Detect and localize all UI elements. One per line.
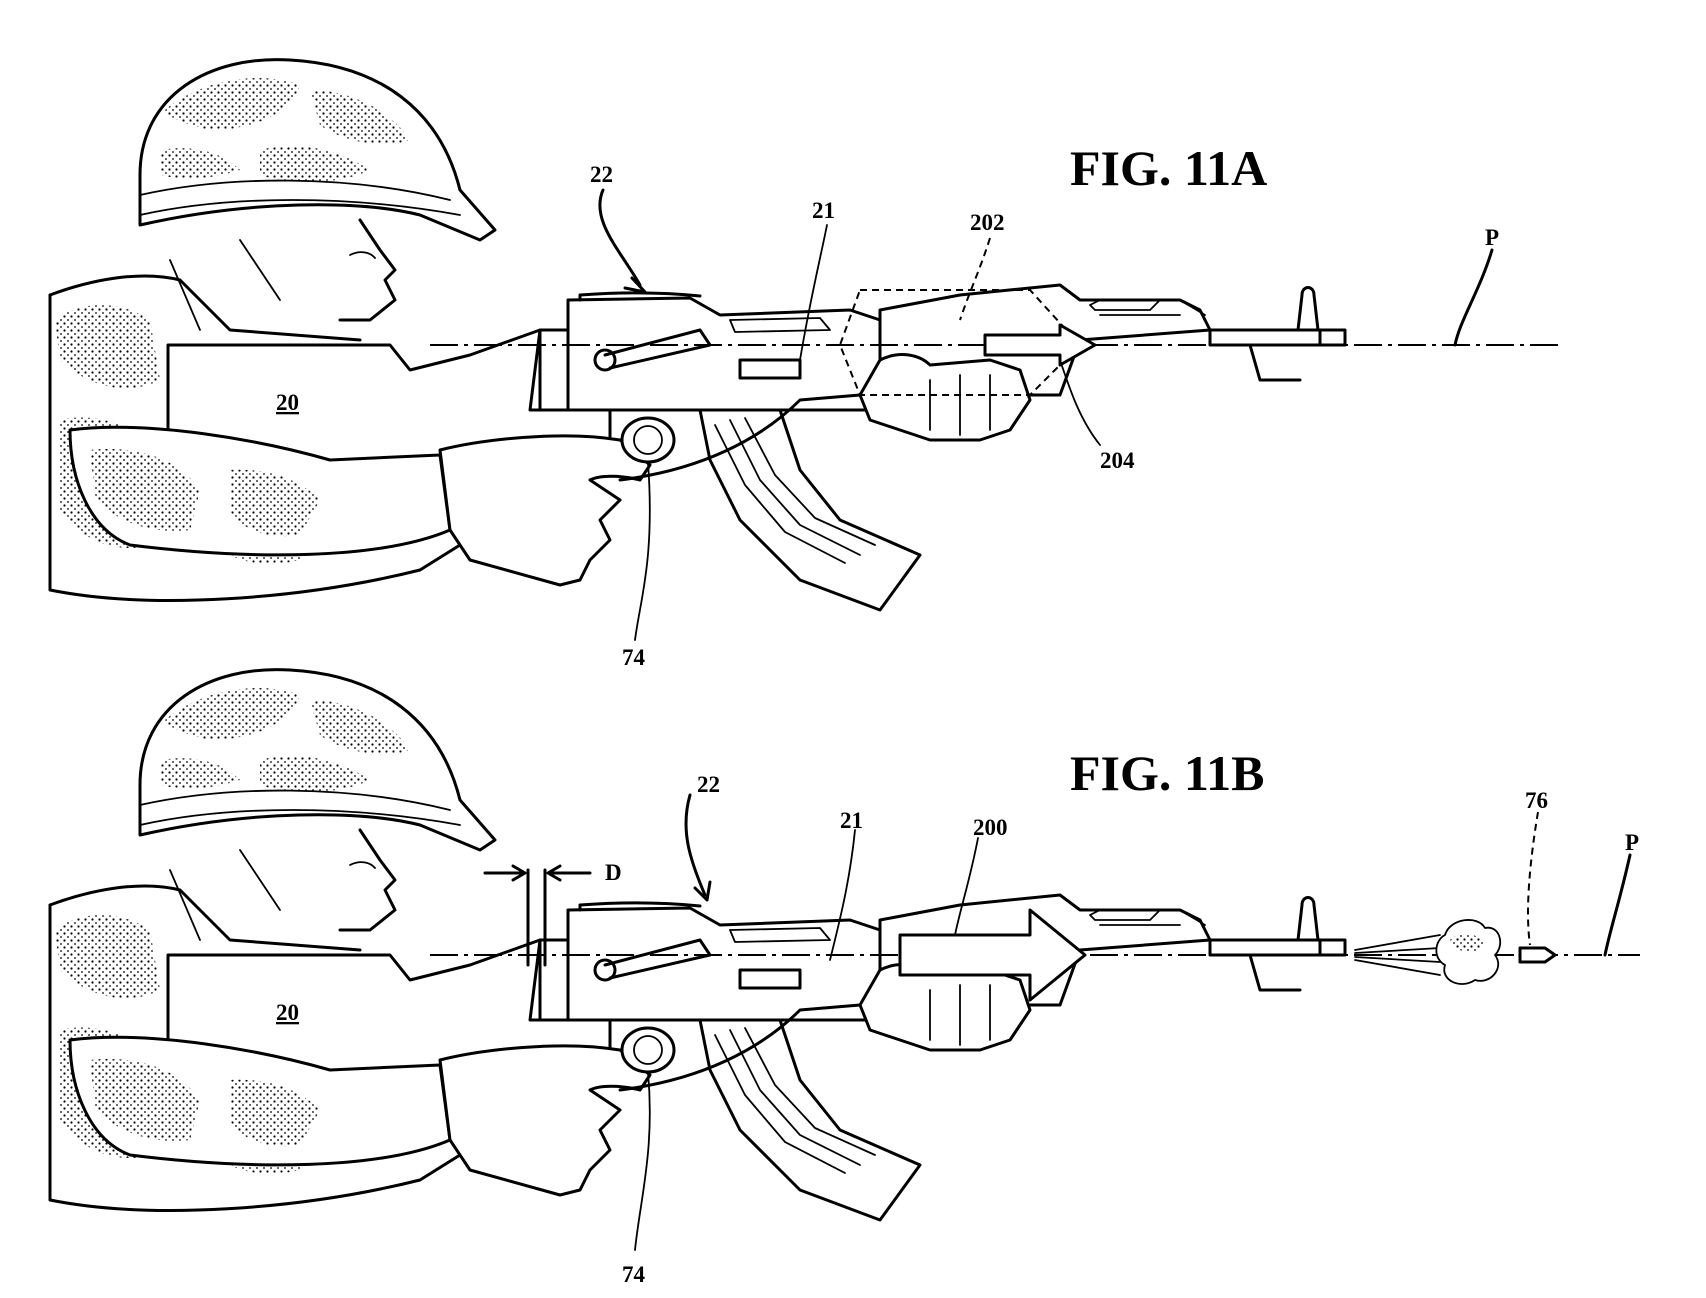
dashed-outline-202 [838, 289, 1082, 396]
label-20-a: 20 [276, 390, 299, 415]
label-22-b: 22 [697, 772, 720, 797]
muzzle-smoke [1435, 919, 1502, 985]
projectile-76 [1518, 946, 1557, 964]
figure-title-b: FIG. 11B [1070, 745, 1264, 801]
label-d: D [605, 860, 622, 885]
label-p-b: P [1625, 830, 1639, 855]
leader-202 [959, 237, 991, 321]
d-arrow-right [546, 864, 592, 882]
leader-74-b [634, 1071, 651, 1251]
leader-76 [1527, 811, 1539, 946]
figure-title-a: FIG. 11A [1070, 140, 1267, 196]
leader-22-b-arrowhead [693, 880, 712, 902]
figure-11b: FIG. 11B 22 21 200 76 P D 20 74 [48, 668, 1640, 1287]
leader-22-a [598, 188, 642, 287]
label-21-b: 21 [840, 808, 863, 833]
leader-p-a [1453, 248, 1494, 347]
leader-22-b [684, 793, 707, 897]
figure-11a: FIG. 11A 22 21 202 P 20 204 74 [48, 58, 1560, 670]
label-202: 202 [970, 210, 1005, 235]
leader-22-a-arrowhead [623, 276, 647, 294]
label-74-a: 74 [622, 645, 646, 670]
leader-74-a [634, 461, 651, 641]
label-204: 204 [1100, 448, 1135, 473]
muzzle-lines [1354, 934, 1441, 976]
smoke-stipple [1450, 933, 1485, 952]
leader-200 [954, 837, 979, 936]
label-20-b: 20 [276, 1000, 299, 1025]
rail-arrow-204 [983, 323, 1097, 367]
leader-21-a [799, 224, 828, 361]
extended-arrow-200 [898, 908, 1087, 1002]
leader-204 [1059, 359, 1101, 446]
label-21-a: 21 [812, 198, 835, 223]
d-arrow-left [483, 864, 527, 882]
label-22-a: 22 [590, 162, 613, 187]
leader-p-b [1603, 853, 1632, 957]
leader-21-b [829, 829, 856, 961]
label-200: 200 [973, 815, 1008, 840]
label-p-a: P [1485, 225, 1499, 250]
label-76: 76 [1525, 788, 1548, 813]
label-74-b: 74 [622, 1262, 646, 1287]
